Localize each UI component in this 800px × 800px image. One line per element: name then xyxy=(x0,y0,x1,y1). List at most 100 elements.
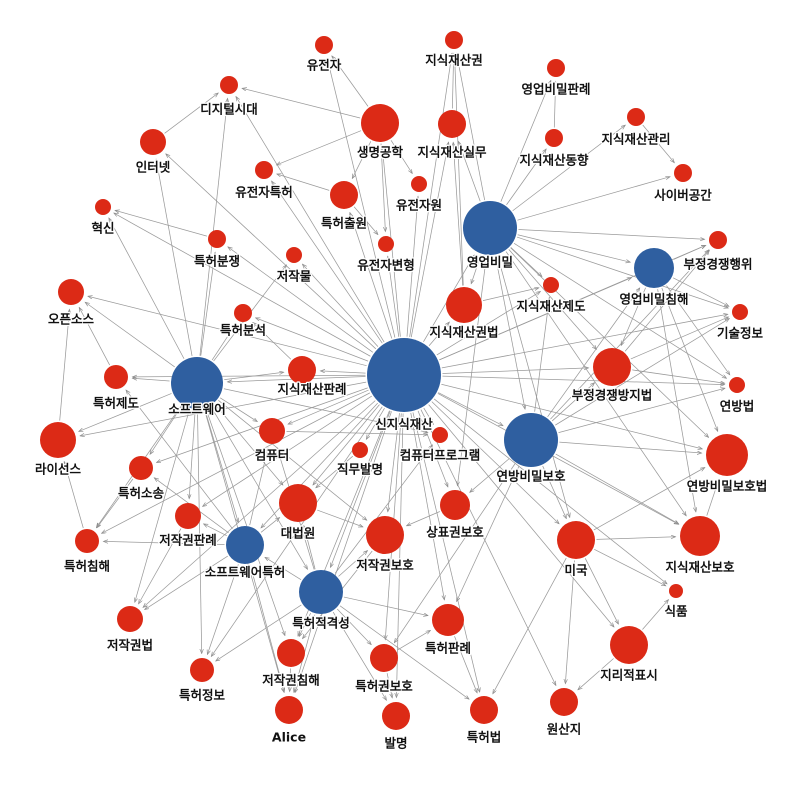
graph-node[interactable] xyxy=(557,521,595,559)
graph-edge xyxy=(302,264,379,347)
graph-node[interactable] xyxy=(299,570,343,614)
graph-node[interactable] xyxy=(255,161,273,179)
graph-edge xyxy=(272,181,383,344)
graph-edge xyxy=(224,372,283,380)
graph-node[interactable] xyxy=(550,688,578,716)
graph-node[interactable] xyxy=(367,338,441,412)
graph-node[interactable] xyxy=(288,356,316,384)
graph-node[interactable] xyxy=(543,277,559,293)
graph-edge xyxy=(534,297,550,412)
graph-node-label: 신지식재산 xyxy=(375,417,433,432)
graph-node[interactable] xyxy=(446,287,482,323)
graph-edge xyxy=(336,608,371,645)
graph-node[interactable] xyxy=(545,129,563,147)
graph-node[interactable] xyxy=(220,76,238,94)
graph-node[interactable] xyxy=(104,365,128,389)
graph-edge xyxy=(453,142,464,286)
graph-node-label: 특허법 xyxy=(467,730,502,745)
graph-node[interactable] xyxy=(432,427,448,443)
graph-edge xyxy=(388,256,400,337)
graph-node[interactable] xyxy=(432,604,464,636)
graph-node[interactable] xyxy=(361,104,399,142)
graph-edge xyxy=(352,141,372,178)
graph-node[interactable] xyxy=(378,236,394,252)
graph-edge xyxy=(334,445,432,574)
graph-node[interactable] xyxy=(470,696,498,724)
graph-edge xyxy=(642,124,675,163)
graph-node[interactable] xyxy=(382,702,410,730)
graph-node-label: 상표권보호 xyxy=(426,525,484,540)
graph-edge xyxy=(441,314,728,369)
graph-node[interactable] xyxy=(463,201,517,255)
graph-node[interactable] xyxy=(190,658,214,682)
graph-node[interactable] xyxy=(610,626,648,664)
graph-node[interactable] xyxy=(75,529,99,553)
graph-edge xyxy=(452,54,453,109)
graph-node-label: 미국 xyxy=(564,563,588,578)
graph-node[interactable] xyxy=(547,59,565,77)
graph-node[interactable] xyxy=(438,110,466,138)
graph-node[interactable] xyxy=(352,442,368,458)
graph-edge xyxy=(593,468,705,531)
graph-node[interactable] xyxy=(234,304,252,322)
graph-node-label: 유전자특허 xyxy=(235,185,293,200)
graph-node[interactable] xyxy=(259,418,285,444)
graph-edge xyxy=(343,596,428,616)
graph-edge xyxy=(189,410,196,498)
graph-node[interactable] xyxy=(279,484,317,522)
graph-node[interactable] xyxy=(593,348,631,386)
graph-node[interactable] xyxy=(411,176,427,192)
graph-edge xyxy=(493,557,567,694)
graph-node[interactable] xyxy=(370,644,398,672)
graph-edge xyxy=(218,399,366,520)
graph-edge xyxy=(559,441,701,453)
graph-edge xyxy=(164,93,219,134)
graph-node[interactable] xyxy=(729,377,745,393)
graph-node[interactable] xyxy=(674,164,692,182)
graph-edge xyxy=(642,600,668,630)
graph-node[interactable] xyxy=(634,248,674,288)
graph-node[interactable] xyxy=(95,199,111,215)
graph-node[interactable] xyxy=(706,434,748,476)
graph-edge xyxy=(505,251,686,516)
graph-node[interactable] xyxy=(171,357,223,409)
graph-node[interactable] xyxy=(208,230,226,248)
graph-node[interactable] xyxy=(175,503,201,529)
graph-edge xyxy=(85,302,175,368)
graph-node[interactable] xyxy=(366,516,404,554)
graph-edge xyxy=(594,548,666,585)
graph-node-label: 영업비밀 xyxy=(467,255,513,270)
graph-edge xyxy=(156,159,193,357)
graph-node[interactable] xyxy=(129,456,153,480)
graph-node-label: 사이버공간 xyxy=(654,188,712,203)
graph-node[interactable] xyxy=(709,231,727,249)
graph-node[interactable] xyxy=(445,31,463,49)
graph-node[interactable] xyxy=(58,279,84,305)
graph-node-label: 식품 xyxy=(664,604,688,619)
graph-node[interactable] xyxy=(275,696,303,724)
graph-edge xyxy=(228,247,374,353)
graph-node[interactable] xyxy=(315,36,333,54)
graph-node[interactable] xyxy=(680,516,720,556)
graph-node[interactable] xyxy=(226,526,264,564)
graph-edge xyxy=(596,537,675,540)
graph-edge xyxy=(706,479,719,516)
graph-node[interactable] xyxy=(277,639,305,667)
graph-node[interactable] xyxy=(330,181,358,209)
graph-node-label: 특허적격성 xyxy=(292,616,350,631)
graph-node[interactable] xyxy=(40,422,76,458)
graph-node[interactable] xyxy=(117,606,143,632)
graph-edge xyxy=(332,611,386,700)
graph-node[interactable] xyxy=(286,247,302,263)
graph-node[interactable] xyxy=(140,129,166,155)
graph-node[interactable] xyxy=(440,490,470,520)
graph-edge xyxy=(380,143,385,231)
graph-node[interactable] xyxy=(627,108,645,126)
graph-node-label: 저작권판례 xyxy=(159,533,217,548)
graph-node[interactable] xyxy=(732,304,748,320)
graph-node-label: 원산지 xyxy=(547,722,582,737)
graph-edge xyxy=(457,53,486,201)
graph-edge xyxy=(339,605,469,699)
graph-node[interactable] xyxy=(669,584,683,598)
graph-node[interactable] xyxy=(504,413,558,467)
